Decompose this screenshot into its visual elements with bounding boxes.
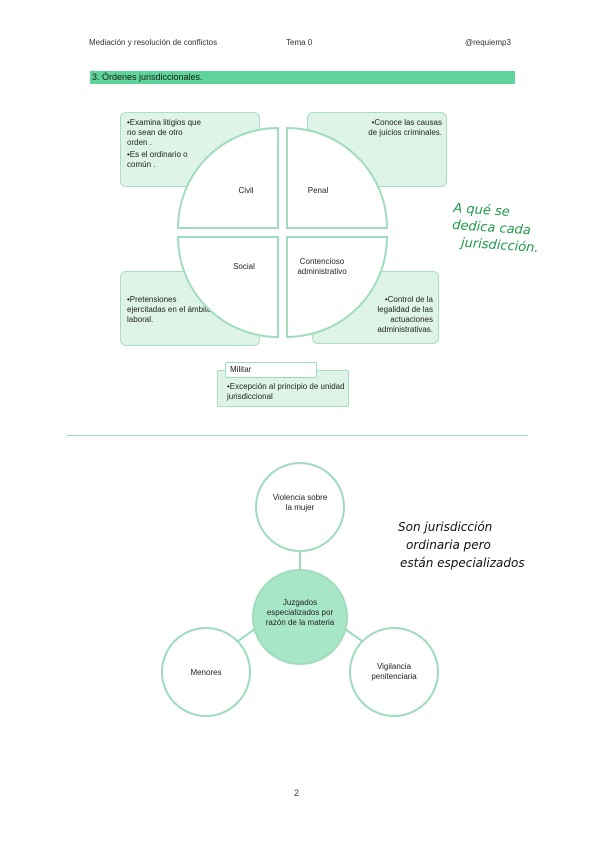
note2-line-1: Son jurisdicción — [398, 520, 493, 534]
page-number: 2 — [294, 788, 300, 798]
header-course: Mediación y resolución de conflictos — [89, 38, 218, 47]
militar-label: Militar — [230, 365, 252, 374]
juzgados-diagram — [161, 462, 439, 717]
connector-left — [237, 628, 256, 642]
note2-line-3: están especializados — [400, 556, 525, 570]
header-topic: Tema 0 — [286, 38, 313, 47]
contencioso-quadrant — [286, 236, 389, 339]
connector-right — [344, 628, 363, 642]
vigilancia-circle — [349, 627, 439, 717]
civil-quadrant — [176, 126, 279, 229]
handwritten-note-specialized: Son jurisdicción ordinaria pero están es… — [398, 518, 525, 572]
vigilancia-label: Vigilancia penitenciaria — [371, 662, 417, 681]
civil-bullet-1: •Examina litigios que no sean de otro or… — [127, 118, 201, 147]
quadrant-circle — [176, 126, 389, 339]
militar-bullet: •Excepción al principio de unidad jurisd… — [227, 382, 345, 401]
center-circle — [252, 569, 348, 665]
center-label: Juzgados especializados por razón de la … — [265, 598, 335, 627]
handwritten-note-orders: A qué se dedica cada jurisdicción. — [450, 200, 541, 257]
civil-bullet-2: •Es el ordinario o común . — [127, 150, 188, 169]
social-quadrant — [176, 236, 279, 339]
social-bullet-1: •Pretensiones ejercitadas en el ámbito l… — [127, 295, 212, 324]
violencia-label: Violencia sobre la mujer — [272, 493, 328, 512]
social-label: Social — [233, 262, 255, 271]
section-title: 3. Órdenes jurisdiccionales. — [92, 72, 203, 82]
civil-label: Civil — [238, 186, 254, 195]
contencioso-bullet-1: •Control de la legalidad de las actuacio… — [377, 295, 433, 334]
header-handle: @requiemp3 — [465, 38, 511, 47]
contencioso-label: Contencioso administrativo — [297, 257, 347, 276]
militar-label-box: Militar — [225, 362, 317, 378]
penal-label: Penal — [307, 186, 329, 195]
menores-label: Menores — [190, 668, 222, 677]
note2-line-2: ordinaria pero — [406, 538, 491, 552]
penal-bullet-1: •Conoce las causas de juicios criminales… — [368, 118, 442, 137]
section-title-bar — [90, 71, 515, 84]
section-divider — [67, 435, 528, 436]
menores-circle — [161, 627, 251, 717]
violencia-circle — [255, 462, 345, 552]
penal-quadrant — [286, 126, 389, 229]
